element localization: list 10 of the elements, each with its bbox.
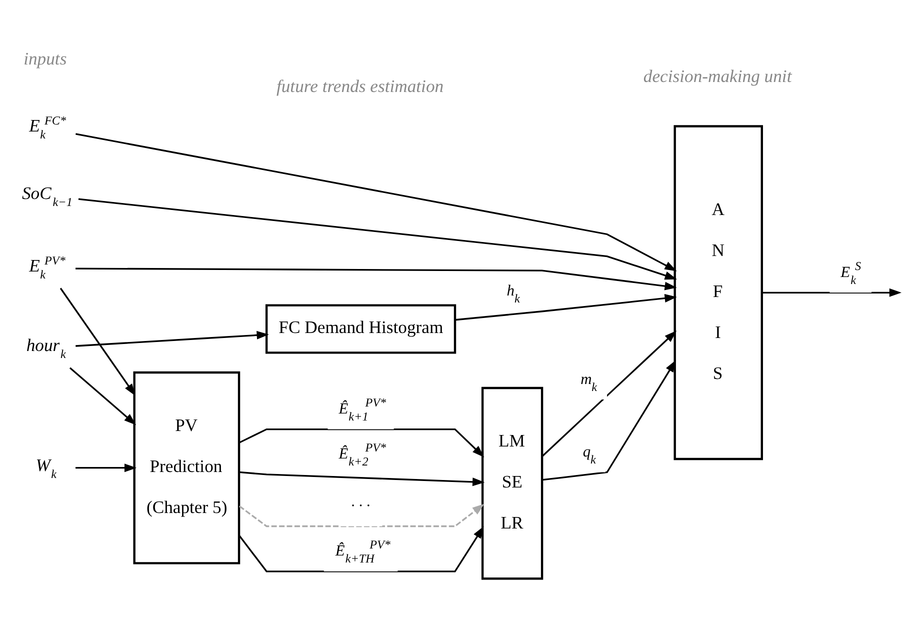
node-text: hour$_{k}$ (26, 334, 66, 360)
label: decision-making unit (643, 65, 792, 86)
edge-label: h$_{k}$ (506, 282, 520, 306)
node-text: W$_{k}$ (36, 454, 57, 480)
label: future trends estimation (276, 75, 444, 96)
edge-label: q$_{k}$ (582, 443, 596, 466)
node-text: SoC$_{k−1}$ (22, 182, 72, 208)
label: inputs (24, 48, 67, 68)
edge-label: · · · (350, 496, 370, 514)
edge-label: m$_{k}$ (580, 370, 598, 394)
